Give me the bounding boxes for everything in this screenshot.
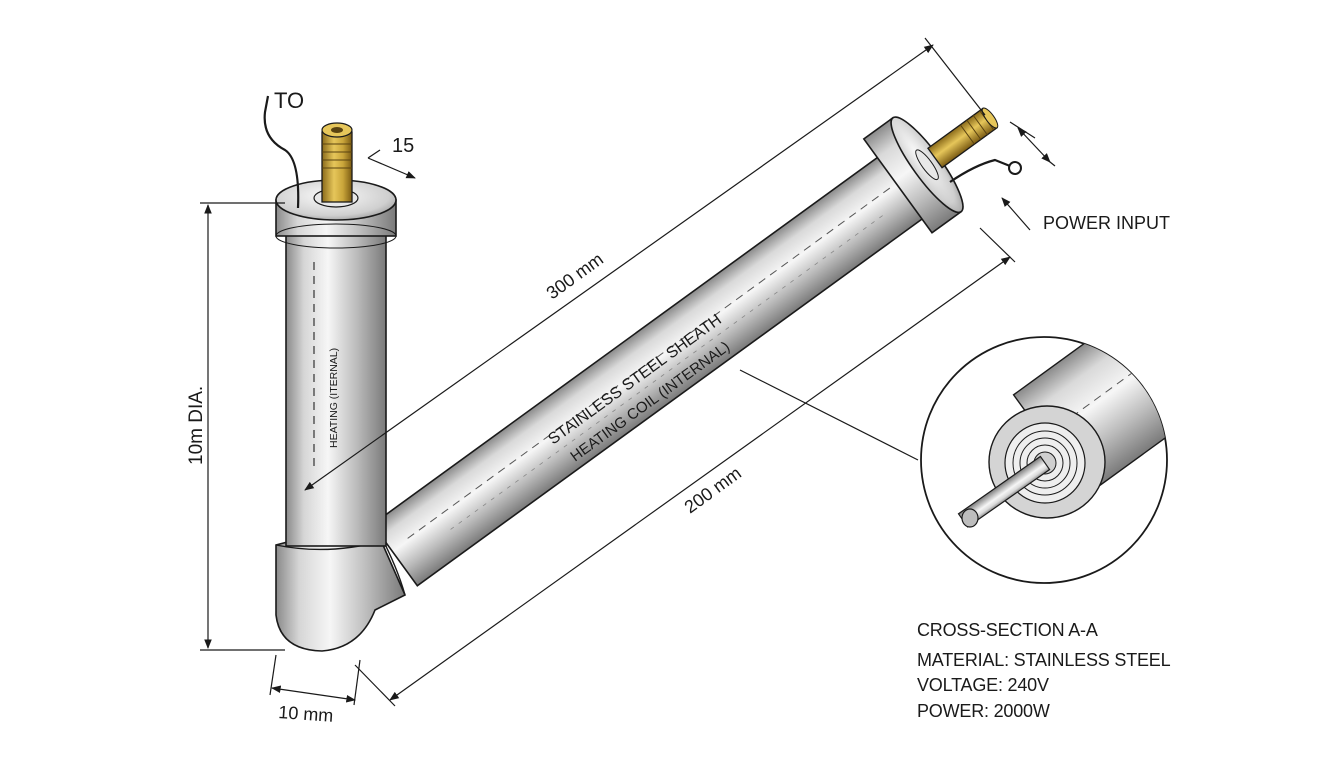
label-small-dim: 15 [392,135,414,157]
label-power-input: POWER INPUT [1043,213,1170,233]
label-diameter: 10m DIA. [186,386,207,465]
power-wire [949,158,1022,183]
right-brass-terminal [927,107,999,169]
dimension-lines [200,37,1056,707]
ground-wire [263,95,300,209]
label-vertical-coil: HEATING (ITERNAL) [328,348,340,448]
spec-voltage: VOLTAGE: 240V [917,675,1049,695]
spec-power: POWER: 2000W [917,701,1050,721]
label-length-300: 300 mm [543,249,607,303]
spec-cross-section: CROSS-SECTION A-A [917,620,1098,640]
cross-section-detail [920,336,1168,584]
spec-material: MATERIAL: STAINLESS STEEL [917,650,1171,670]
top-brass-terminal [321,122,353,203]
label-width-10: 10 mm [278,702,334,726]
label-top-left: TO [274,88,304,113]
label-length-200: 200 mm [681,463,745,517]
